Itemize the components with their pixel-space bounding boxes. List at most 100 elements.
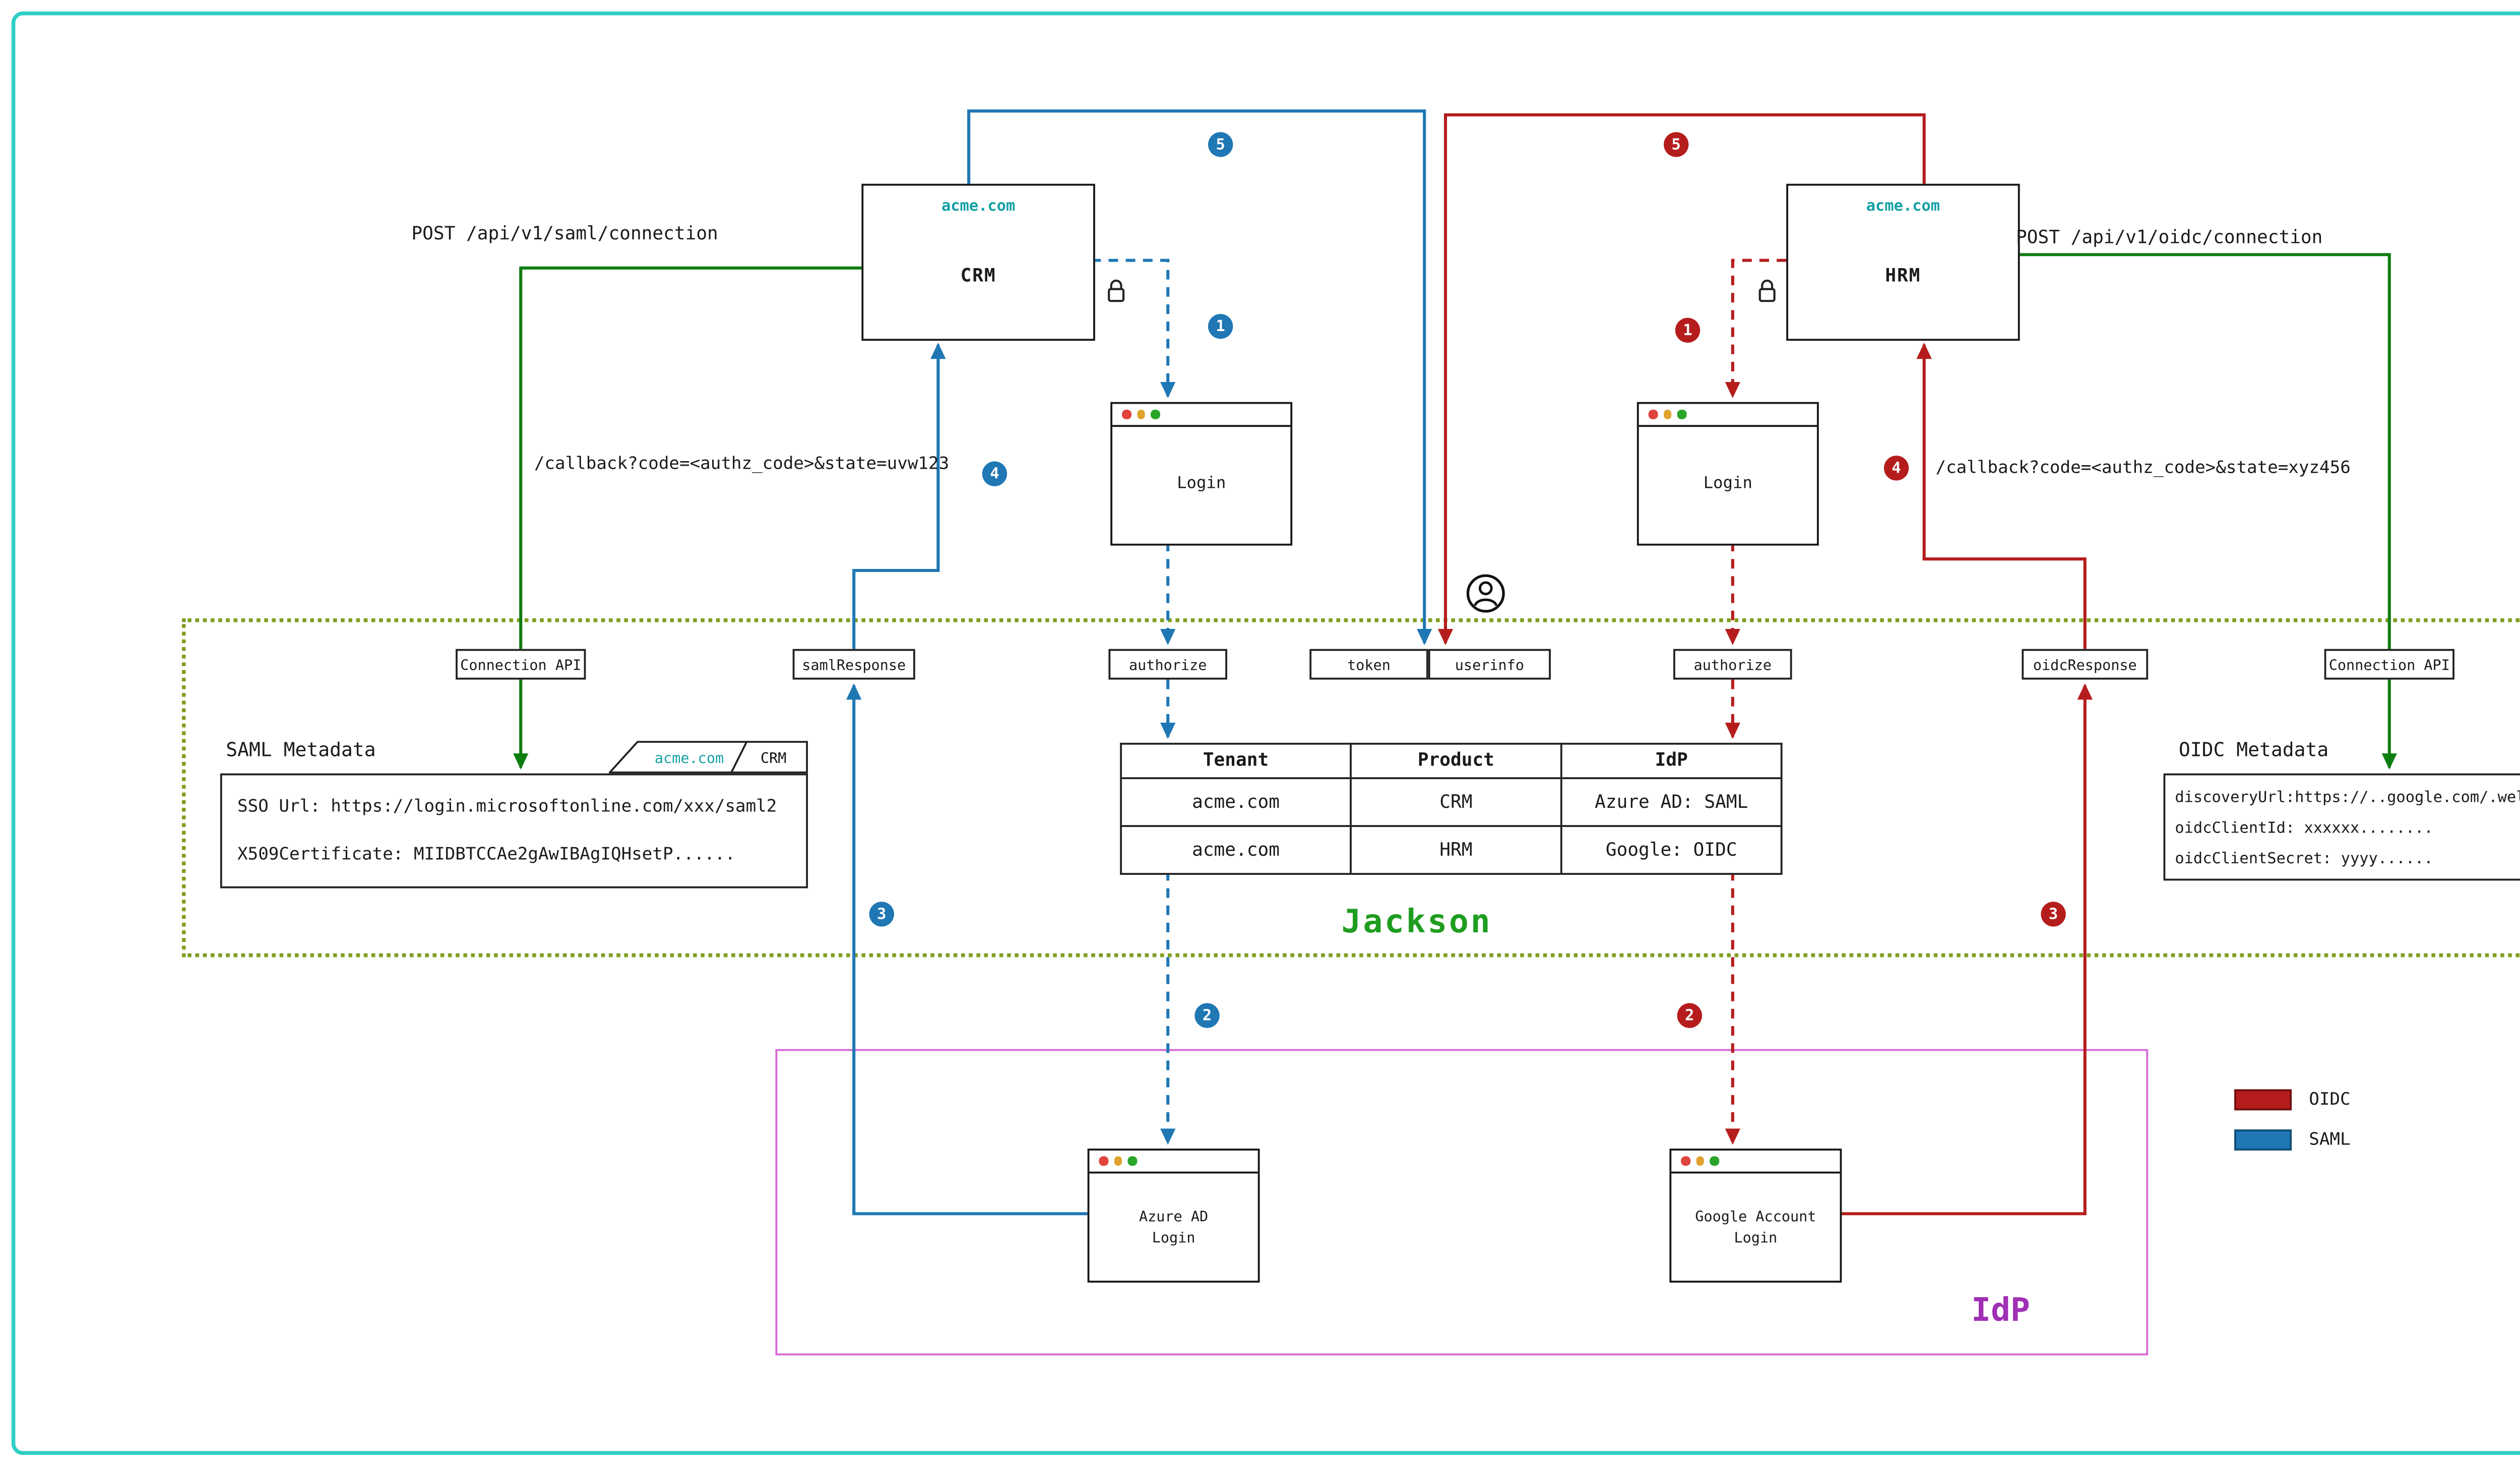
window-titlebar: [1639, 404, 1817, 427]
saml-color-swatch: [2234, 1129, 2292, 1151]
idp-title: IdP: [1971, 1292, 2030, 1331]
saml-token-line: [967, 109, 1432, 646]
cell-product: CRM: [1350, 777, 1562, 827]
endpoint-authorize-saml: authorize: [1108, 649, 1227, 680]
login-window-label: Login: [1177, 475, 1226, 494]
step-badge-oidc-3: 3: [2041, 902, 2066, 927]
cell-tenant: acme.com: [1120, 825, 1352, 875]
minimize-dot-icon: [1695, 1157, 1704, 1166]
oidc-token-line: [1437, 113, 1926, 646]
azure-samlresponse-line: [846, 683, 1088, 1216]
saml-connection-line: [513, 266, 862, 770]
legend-oidc-label: OIDC: [2309, 1090, 2351, 1110]
saml-callback-label: /callback?code=<authz_code>&state=uvw123: [534, 456, 950, 475]
cell-idp: Azure AD: SAML: [1560, 777, 1783, 827]
step-badge-oidc-1: 1: [1675, 317, 1700, 343]
diagram-border: [11, 11, 2520, 1456]
maximize-dot-icon: [1127, 1157, 1137, 1166]
lock-icon: [1755, 278, 1779, 304]
post-saml-connection-label: POST /api/v1/saml/connection: [411, 224, 718, 245]
endpoint-connection-api-left: Connection API: [456, 649, 586, 680]
google-login-label-line2: Login: [1734, 1229, 1778, 1246]
cell-product: HRM: [1350, 825, 1562, 875]
maximize-dot-icon: [1710, 1157, 1719, 1166]
crm-login-window: Login: [1110, 402, 1293, 546]
saml-callback-line: [852, 342, 946, 649]
table-row: acme.com HRM Google: OIDC: [1120, 825, 1783, 875]
legend-item-saml: SAML: [2234, 1129, 2351, 1151]
step-badge-oidc-4: 4: [1883, 456, 1909, 481]
crm-app-box: acme.com CRM: [861, 183, 1095, 341]
table-header-product: Product: [1350, 742, 1562, 780]
table-header-tenant: Tenant: [1120, 742, 1352, 780]
oidc-color-swatch: [2234, 1089, 2292, 1111]
oidc-metadata-title: OIDC Metadata: [2178, 741, 2329, 762]
oidc-connection-line: [2016, 253, 2397, 770]
minimize-dot-icon: [1113, 1157, 1122, 1166]
idp-boundary: [775, 1049, 2149, 1356]
saml-metadata-box: SSO Url: https://login.microsoftonline.c…: [220, 773, 808, 888]
legend-item-oidc: OIDC: [2234, 1089, 2351, 1111]
close-dot-icon: [1122, 410, 1131, 419]
hrm-login-line: [1725, 259, 1787, 399]
oidc-metadata-box: discoveryUrl:https://..google.com/.well-…: [2163, 773, 2520, 881]
google-oidcresponse-line: [1838, 683, 2093, 1216]
tag-domain: acme.com: [655, 750, 724, 767]
cell-tenant: acme.com: [1120, 777, 1352, 827]
endpoint-connection-api-right: Connection API: [2324, 649, 2454, 680]
endpoint-userinfo: userinfo: [1428, 649, 1551, 680]
hrm-app-box: acme.com HRM: [1786, 183, 2020, 341]
cell-idp: Google: OIDC: [1560, 825, 1783, 875]
jackson-boundary: [181, 618, 2520, 958]
table-header-idp: IdP: [1560, 742, 1783, 780]
endpoint-samlresponse: samlResponse: [792, 649, 915, 680]
google-login-window: Google Account Login: [1669, 1149, 1842, 1283]
legend: OIDC SAML: [2234, 1089, 2351, 1170]
window-titlebar: [1112, 404, 1291, 427]
crm-name: CRM: [960, 266, 996, 287]
saml-metadata-title: SAML Metadata: [226, 741, 376, 762]
hrm-domain: acme.com: [1866, 197, 1940, 215]
azure-login-label-line1: Azure AD: [1139, 1207, 1209, 1225]
oidc-callback-line: [1916, 342, 2087, 649]
step-badge-saml-4: 4: [982, 461, 1007, 486]
saml-x509-certificate: X509Certificate: MIIDBTCCAe2gAwIBAgIQHse…: [237, 845, 736, 865]
hrm-login-window: Login: [1636, 402, 1819, 546]
user-icon: [1465, 572, 1507, 615]
google-login-label-line1: Google Account: [1695, 1207, 1816, 1225]
oidc-client-secret: oidcClientSecret: yyyy......: [2175, 849, 2433, 866]
endpoint-authorize-oidc: authorize: [1673, 649, 1792, 680]
close-dot-icon: [1681, 1157, 1690, 1166]
step-badge-saml-2: 2: [1194, 1003, 1220, 1028]
oidc-callback-label: /callback?code=<authz_code>&state=xyz456: [1935, 459, 2351, 479]
saml-sso-url: SSO Url: https://login.microsoftonline.c…: [237, 797, 777, 817]
window-titlebar: [1089, 1151, 1258, 1174]
jackson-title: Jackson: [1341, 903, 1492, 942]
oidc-discovery-url: discoveryUrl:https://..google.com/.well-…: [2175, 788, 2520, 805]
step-badge-saml-3: 3: [869, 902, 894, 927]
tag-product: CRM: [761, 750, 786, 767]
endpoint-oidcresponse: oidcResponse: [2022, 649, 2149, 680]
saml-metadata-tag: acme.com CRM: [608, 741, 808, 774]
table-row: acme.com CRM Azure AD: SAML: [1120, 777, 1783, 827]
step-badge-saml-5: 5: [1208, 132, 1233, 157]
close-dot-icon: [1648, 410, 1657, 419]
minimize-dot-icon: [1136, 410, 1145, 419]
lock-icon: [1105, 278, 1128, 304]
maximize-dot-icon: [1151, 410, 1160, 419]
step-badge-oidc-5: 5: [1664, 132, 1689, 157]
post-oidc-connection-label: POST /api/v1/oidc/connection: [2016, 228, 2323, 249]
endpoint-token: token: [1309, 649, 1428, 680]
step-badge-oidc-2: 2: [1677, 1003, 1703, 1028]
oidc-client-id: oidcClientId: xxxxxx........: [2175, 818, 2433, 836]
maximize-dot-icon: [1677, 410, 1686, 419]
window-titlebar: [1671, 1151, 1840, 1174]
azure-login-label-line2: Login: [1152, 1229, 1195, 1246]
azure-ad-login-window: Azure AD Login: [1087, 1149, 1260, 1283]
crm-login-line: [1091, 259, 1176, 399]
step-badge-saml-1: 1: [1208, 313, 1233, 339]
close-dot-icon: [1099, 1157, 1108, 1166]
tenant-connection-table: Tenant Product IdP acme.com CRM Azure AD…: [1120, 742, 1783, 875]
